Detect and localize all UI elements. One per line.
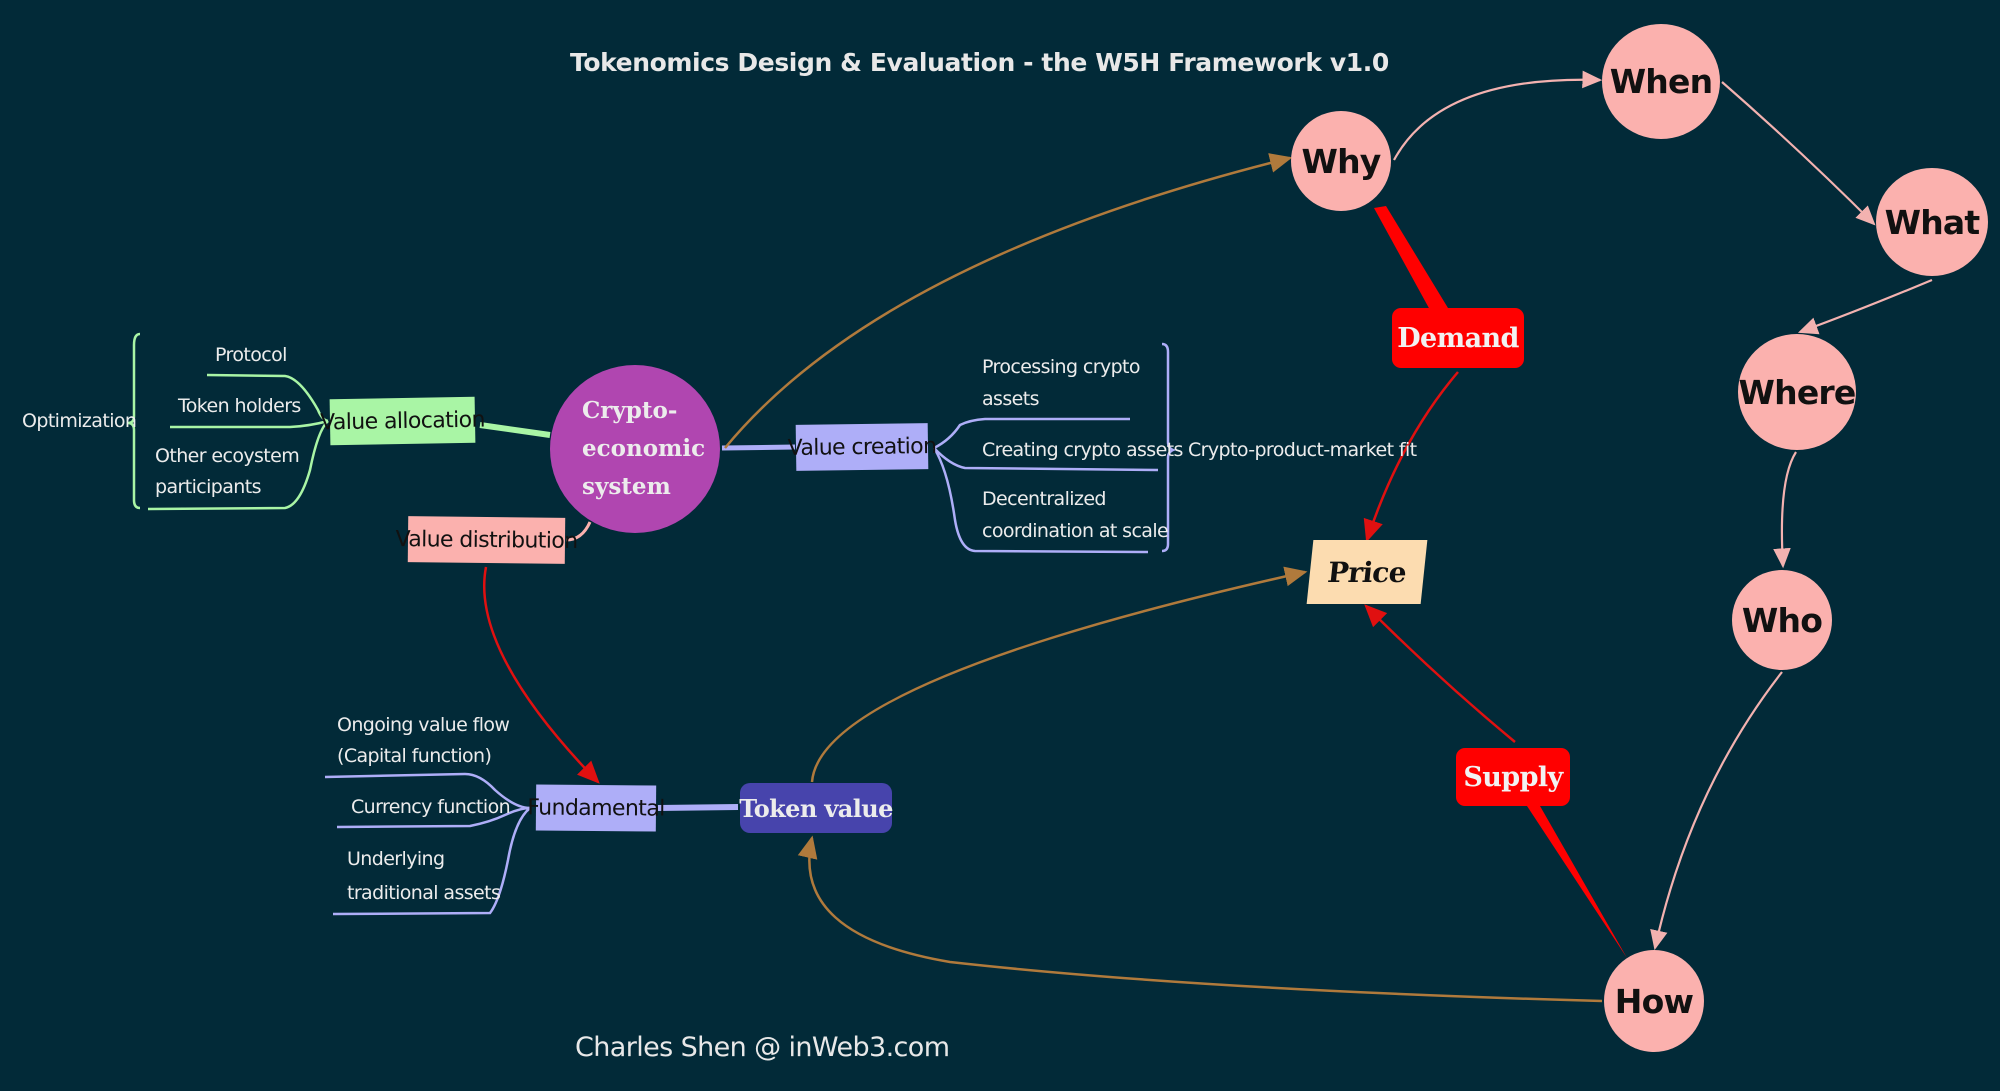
supply-node[interactable]: Supply (1456, 748, 1570, 806)
author-credit: Charles Shen @ inWeb3.com (575, 1032, 950, 1063)
where-node[interactable]: Where (1738, 334, 1856, 450)
fundamental-branches (324, 772, 739, 916)
price-node[interactable]: Price (1306, 540, 1428, 604)
center-line-3: system (582, 473, 671, 500)
w5h-arrows (1393, 70, 1933, 951)
processing-crypto-line2: assets (982, 388, 1039, 410)
processing-crypto-line1: Processing crypto (982, 356, 1141, 378)
ongoing-value-flow-line2: (Capital function) (337, 745, 492, 767)
demand-node[interactable]: Demand (1392, 308, 1524, 368)
other-ecosystem-label-line1: Other ecoystem (155, 445, 300, 467)
why-node[interactable]: Why (1291, 111, 1391, 211)
underlying-line1: Underlying (347, 848, 445, 870)
token-holders-label: Token holders (178, 395, 301, 417)
when-node[interactable]: When (1602, 24, 1720, 139)
fundamental-node[interactable]: Fundamental (527, 784, 665, 832)
value-creation-branches (721, 342, 1177, 554)
what-node[interactable]: What (1876, 168, 1988, 276)
how-node[interactable]: How (1604, 950, 1704, 1052)
optimization-summary: Optimization (22, 410, 137, 432)
who-node[interactable]: Who (1732, 570, 1832, 670)
value-distribution-link (565, 521, 592, 542)
crypto-product-market-fit-summary: Crypto-product-market fit (1188, 439, 1417, 461)
decentralized-line1: Decentralized (982, 488, 1106, 510)
center-line-1: Crypto- (582, 397, 678, 424)
center-line-2: economic (582, 435, 706, 462)
why-demand-wedge (1374, 206, 1448, 310)
red-arrows (482, 371, 1516, 784)
currency-function-label: Currency function (351, 796, 511, 818)
crypto-economic-system-node[interactable]: Crypto- economic system (550, 365, 720, 533)
ongoing-value-flow-line1: Ongoing value flow (337, 714, 510, 736)
token-value-node[interactable]: Token value (739, 783, 893, 833)
supply-how-wedge (1527, 806, 1627, 958)
creating-crypto-assets-label: Creating crypto assets (982, 439, 1183, 461)
underlying-line2: traditional assets (347, 882, 501, 904)
value-distribution-node[interactable]: Value distribution (395, 516, 578, 564)
value-creation-node[interactable]: Value creation (787, 423, 937, 471)
diagram-title: Tokenomics Design & Evaluation - the W5H… (570, 48, 1389, 77)
decentralized-line2: coordination at scale (982, 520, 1169, 542)
value-allocation-branches (127, 332, 551, 511)
other-ecosystem-label-line2: participants (155, 476, 261, 498)
protocol-label: Protocol (215, 344, 287, 366)
brown-arrows (724, 153, 1603, 1003)
value-allocation-node[interactable]: Value allocation (320, 396, 485, 446)
